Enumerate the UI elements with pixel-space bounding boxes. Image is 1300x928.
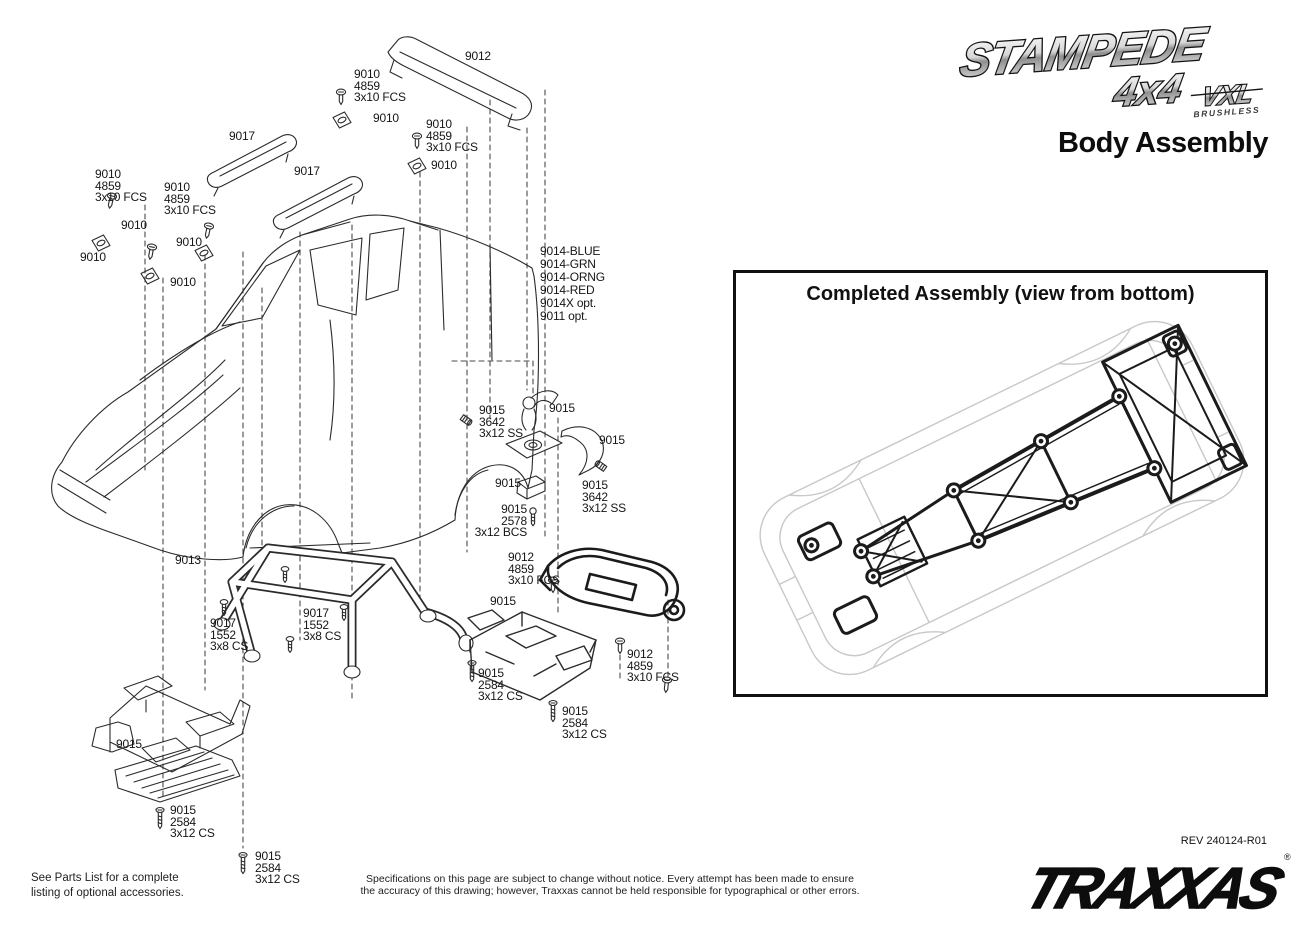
revision-code: REV 240124-R01 [1180, 835, 1267, 847]
rear-latch-mount-art [538, 547, 686, 622]
leader-lines [144, 89, 669, 849]
registered-mark: ® [1284, 852, 1291, 862]
traxxas-wordmark: TRAXXAS [1017, 855, 1292, 920]
spoiler-art [387, 36, 533, 131]
logo-vxl-text: VXL [1200, 78, 1256, 112]
logo-brushless-text: BRUSHLESS [1193, 105, 1260, 120]
parts-list-note: See Parts List for a complete listing of… [31, 871, 184, 900]
disclaimer: Specifications on this page are subject … [250, 873, 970, 897]
parts-note-line2: listing of optional accessories. [31, 886, 184, 899]
stampede-logo: STAMPEDE 4x4 VXL BRUSHLESS [955, 16, 1263, 120]
truck-body-art [51, 214, 540, 561]
rear-body-mount-art [467, 609, 597, 701]
traxxas-logo: TRAXXAS ® [1017, 852, 1293, 921]
disclaimer-line2: the accuracy of this drawing; however, T… [360, 885, 860, 897]
logo-4x4-text: 4x4 [1110, 65, 1186, 116]
page-title: Body Assembly [1058, 127, 1269, 159]
roof-rail-art [206, 134, 364, 239]
disclaimer-line1: Specifications on this page are subject … [366, 873, 854, 885]
front-body-mount-art [91, 675, 251, 803]
latch-parts-art [505, 390, 604, 500]
body-clips [91, 111, 427, 285]
parts-note-line1: See Parts List for a complete [31, 872, 179, 884]
completed-assembly-art [759, 320, 1249, 676]
